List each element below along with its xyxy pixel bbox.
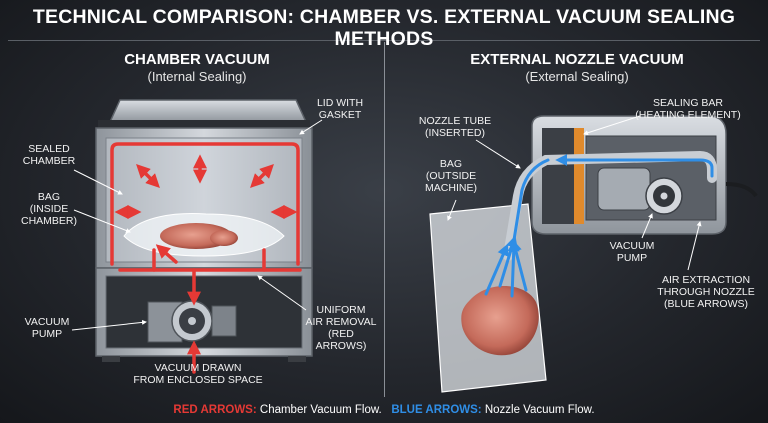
- label-chamber-pump: VACUUM PUMP: [16, 316, 78, 340]
- nozzle-subheading: (External Sealing): [462, 70, 692, 85]
- label-sealed-chamber: SEALED CHAMBER: [16, 143, 82, 167]
- label-sealing-bar: SEALING BAR (HEATING ELEMENT): [628, 97, 748, 121]
- label-lid-gasket: LID WITH GASKET: [308, 97, 372, 121]
- legend-red-text: Chamber Vacuum Flow.: [257, 404, 382, 416]
- legend-red-key: RED ARROWS:: [173, 404, 256, 416]
- label-bag-inside: BAG (INSIDE CHAMBER): [16, 191, 82, 227]
- label-bag-outside: BAG (OUTSIDE MACHINE): [416, 158, 486, 194]
- chamber-pump: [148, 301, 236, 342]
- legend-blue-text: Nozzle Vacuum Flow.: [482, 404, 595, 416]
- label-uniform-removal: UNIFORM AIR REMOVAL (RED ARROWS): [300, 304, 382, 352]
- nozzle-machine: [532, 116, 756, 234]
- label-nozzle-tube: NOZZLE TUBE (INSERTED): [410, 115, 500, 139]
- label-air-extraction: AIR EXTRACTION THROUGH NOZZLE (BLUE ARRO…: [650, 274, 762, 310]
- label-vacuum-drawn: VACUUM DRAWN FROM ENCLOSED SPACE: [118, 362, 278, 386]
- chamber-heading: CHAMBER VACUUM: [92, 52, 302, 69]
- legend-blue-key: BLUE ARROWS:: [391, 404, 481, 416]
- diagram-title: TECHNICAL COMPARISON: CHAMBER VS. EXTERN…: [0, 7, 768, 51]
- chamber-subheading: (Internal Sealing): [92, 70, 302, 85]
- panel-divider: [384, 42, 385, 397]
- nozzle-bag: [430, 204, 546, 392]
- nozzle-heading: EXTERNAL NOZZLE VACUUM: [462, 52, 692, 69]
- label-nozzle-pump: VACUUM PUMP: [594, 240, 670, 264]
- color-legend: RED ARROWS: Chamber Vacuum Flow. BLUE AR…: [0, 404, 768, 416]
